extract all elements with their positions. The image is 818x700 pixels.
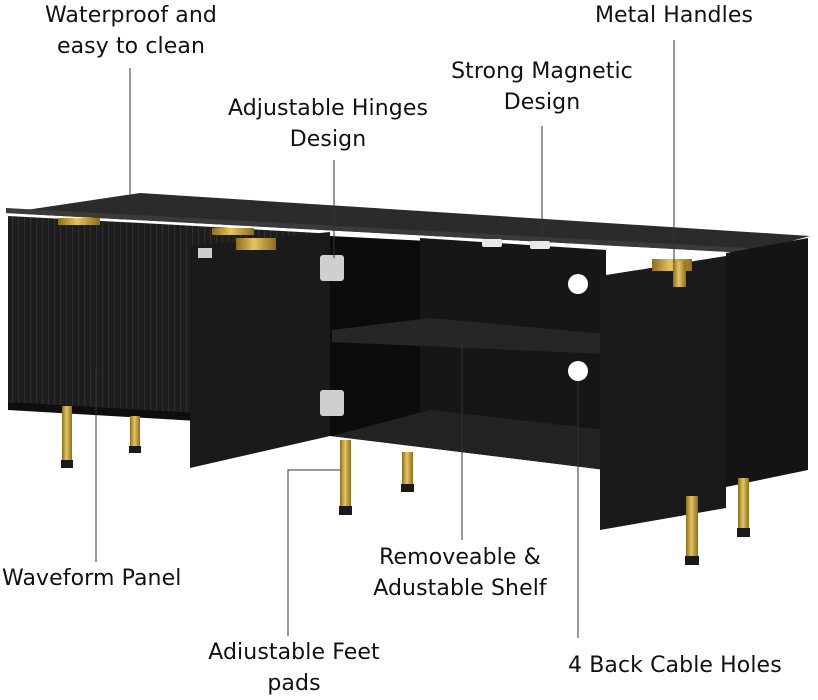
leg-1 — [62, 406, 72, 464]
magnetic-catch-2 — [530, 241, 550, 249]
callout-waveform-panel: Waveform Panel — [2, 566, 182, 591]
cable-hole-upper — [568, 274, 588, 294]
leg-6-pad — [737, 528, 750, 537]
leg-3-pad — [339, 506, 352, 515]
interior-back-wall — [420, 238, 606, 470]
cable-hole-lower — [568, 361, 588, 381]
callout-cable-holes: 4 Back Cable Holes — [568, 653, 782, 678]
cabinet-top — [6, 193, 810, 253]
open-door-right — [600, 256, 726, 530]
hinge-plate-door — [198, 248, 212, 258]
door-handle-2 — [212, 228, 254, 235]
callout-waterproof: Waterproof and easy to clean — [44, 3, 217, 59]
cabinet-front — [6, 208, 748, 253]
callout-removeable-shelf: Removeable & Adustable Shelf — [373, 545, 547, 601]
leg-4-pad — [401, 484, 414, 492]
callout-adjustable-hinges: Adjustable Hinges Design — [227, 96, 429, 152]
removeable-shelf — [332, 318, 606, 354]
magnetic-catch-1 — [482, 239, 502, 247]
cabinet-right-side — [726, 238, 808, 487]
leg-6 — [738, 478, 749, 530]
leg-2-pad — [129, 446, 141, 453]
door-handle-1 — [58, 218, 100, 225]
cabinet-bottom-panel — [332, 410, 606, 470]
door-handle-edge — [673, 261, 686, 287]
open-door-left — [190, 232, 330, 468]
waveform-door-left — [8, 216, 160, 414]
leg-5-pad — [685, 556, 699, 565]
leg-4 — [402, 452, 413, 486]
leg-2 — [130, 416, 140, 448]
callout-strong-magnetic: Strong Magnetic Design — [451, 59, 633, 115]
leg-1-pad — [61, 460, 73, 468]
hinge-lower — [320, 390, 344, 416]
leader-feet — [287, 469, 340, 636]
hinge-upper — [320, 255, 344, 281]
leg-3 — [340, 440, 351, 508]
leg-5 — [686, 496, 698, 558]
door-handle-open-left — [236, 238, 276, 250]
callout-adjustable-feet: Adiustable Feet pads — [208, 640, 380, 696]
callout-metal-handles: Metal Handles — [594, 3, 754, 28]
